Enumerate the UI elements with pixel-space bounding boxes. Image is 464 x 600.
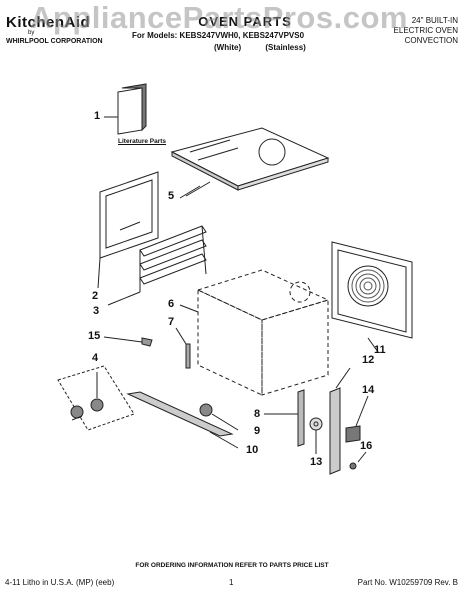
callout-14: 14 bbox=[362, 384, 375, 396]
callout-1: 1 bbox=[94, 110, 101, 122]
literature-parts-label: Literature Parts bbox=[118, 138, 167, 145]
callout-15: 15 bbox=[88, 330, 101, 342]
callout-12: 12 bbox=[362, 354, 375, 366]
screw-part bbox=[349, 451, 367, 470]
side-bracket-part bbox=[264, 389, 305, 447]
leader-6 bbox=[179, 304, 199, 313]
variant-stainless: (Stainless) bbox=[265, 43, 306, 52]
callout-9: 9 bbox=[254, 425, 261, 437]
switch-part bbox=[345, 395, 369, 443]
leader-5 bbox=[179, 185, 201, 199]
rear-panel-fan-part bbox=[331, 241, 413, 353]
literature-booklet-part bbox=[104, 83, 147, 135]
clip-part bbox=[103, 336, 153, 347]
page-title: OVEN PARTS bbox=[198, 14, 292, 29]
product-type-line2: ELECTRIC OVEN bbox=[393, 26, 458, 35]
part-number: Part No. W10259709 Rev. B bbox=[357, 578, 458, 587]
watermark-text: AppliancePartsPros.com bbox=[30, 0, 408, 35]
footer-litho: 4-11 Litho in U.S.A. (MP) (eeb) bbox=[5, 578, 115, 587]
callout-13: 13 bbox=[310, 456, 323, 468]
top-panel-part bbox=[170, 127, 330, 197]
brand-logo-text: KitchenAid bbox=[6, 14, 91, 31]
callout-5: 5 bbox=[168, 190, 175, 202]
brand-by-text: by bbox=[28, 30, 35, 36]
vent-trim-part bbox=[126, 391, 239, 449]
variant-white: (White) bbox=[214, 43, 242, 52]
product-type-line3: CONVECTION bbox=[404, 36, 458, 45]
callout-4: 4 bbox=[92, 352, 99, 364]
models-line: For Models: KEBS247VWH0, KEBS247VPVS0 bbox=[132, 31, 305, 40]
callout-11: 11 bbox=[374, 344, 386, 356]
ordering-note: FOR ORDERING INFORMATION REFER TO PARTS … bbox=[135, 562, 329, 569]
trim-strip-part bbox=[175, 327, 191, 369]
side-frame-part bbox=[97, 171, 159, 289]
product-type-line1: 24" BUILT-IN bbox=[411, 16, 458, 25]
callout-2: 2 bbox=[92, 290, 99, 302]
oven-racks-part bbox=[107, 225, 207, 306]
control-knob-panel-part bbox=[57, 365, 135, 431]
variant-labels: (White) (Stainless) bbox=[214, 43, 328, 52]
callout-8: 8 bbox=[254, 408, 261, 420]
page-number: 1 bbox=[229, 578, 234, 587]
washer-part bbox=[309, 417, 323, 454]
brand-company: WHIRLPOOL CORPORATION bbox=[6, 38, 103, 45]
callout-3: 3 bbox=[93, 305, 100, 317]
callout-10: 10 bbox=[246, 444, 259, 456]
callout-6: 6 bbox=[168, 298, 175, 310]
oven-cavity-outline bbox=[196, 269, 330, 396]
callout-16: 16 bbox=[360, 440, 373, 452]
selector-knob-part bbox=[199, 403, 239, 431]
vertical-trim-part bbox=[329, 367, 351, 475]
callout-7: 7 bbox=[168, 316, 175, 328]
